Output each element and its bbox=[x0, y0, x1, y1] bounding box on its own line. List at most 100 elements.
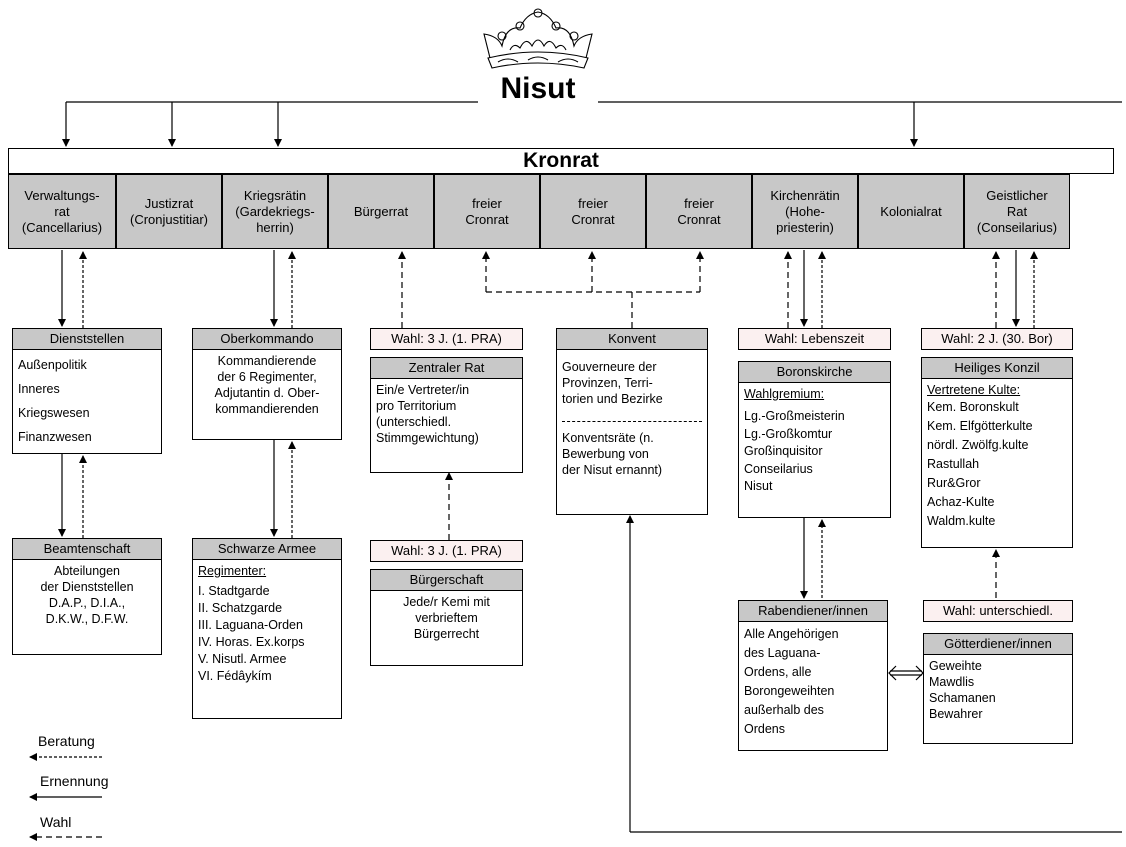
council-justizrat: Justizrat (Cronjustitiar) bbox=[116, 174, 222, 249]
council-kirchenraetin: Kirchenrätin (Hohe- priesterin) bbox=[752, 174, 858, 249]
list-item: Kem. Elfgötterkulte bbox=[927, 419, 1033, 433]
boronskirche-box: Wahlgremium: Lg.-Großmeisterin Lg.-Großk… bbox=[738, 382, 891, 518]
oberkommando-box: Kommandierende der 6 Regimenter, Adjutan… bbox=[192, 349, 342, 440]
list-item: VI. Fédâykím bbox=[198, 669, 272, 683]
council-freier-cronrat-3: freier Cronrat bbox=[646, 174, 752, 249]
nisut-title: Nisut bbox=[500, 72, 576, 105]
list-item: Bewahrer bbox=[929, 707, 983, 721]
schwarze-armee-title: Schwarze Armee bbox=[192, 538, 342, 560]
dienststellen-title: Dienststellen bbox=[12, 328, 162, 350]
list-item: der Nisut ernannt) bbox=[562, 463, 663, 477]
list-item: Adjutantin d. Ober- bbox=[214, 386, 320, 400]
list-item: Rastullah bbox=[927, 457, 980, 471]
regimenter-subtitle: Regimenter: bbox=[198, 564, 267, 578]
list-item: II. Schatzgarde bbox=[198, 601, 283, 615]
council-kolonialrat: Kolonialrat bbox=[858, 174, 964, 249]
goetterdiener-box: Geweihte Mawdlis Schamanen Bewahrer bbox=[923, 654, 1073, 744]
list-item: Bürgerrecht bbox=[413, 627, 480, 641]
rabendiener-box: Alle Angehörigen des Laguana- Ordens, al… bbox=[738, 621, 888, 751]
list-item: Conseilarius bbox=[744, 461, 813, 476]
list-item: Finanzwesen bbox=[18, 430, 92, 444]
buergerschaft-box: Jede/r Kemi mit verbrieftem Bürgerrecht bbox=[370, 590, 523, 666]
list-item: Ordens, alle bbox=[744, 665, 812, 679]
list-item: Kommandierende bbox=[217, 354, 317, 368]
list-item: Geweihte bbox=[929, 659, 982, 673]
konvent-title: Konvent bbox=[556, 328, 708, 350]
list-item: Mawdlis bbox=[929, 675, 975, 689]
list-item: D.A.P., D.I.A., bbox=[48, 596, 126, 610]
list-item: Kem. Boronskult bbox=[927, 400, 1019, 414]
zentraler-rat-title: Zentraler Rat bbox=[370, 357, 523, 379]
list-item: Borongeweihten bbox=[744, 684, 835, 698]
list-item: Bewerbung von bbox=[562, 447, 649, 461]
list-item: Ordens bbox=[744, 722, 785, 736]
council-freier-cronrat-1: freier Cronrat bbox=[434, 174, 540, 249]
list-item: pro Territorium bbox=[376, 399, 457, 413]
beamtenschaft-box: Abteilungen der Dienststellen D.A.P., D.… bbox=[12, 559, 162, 655]
list-item: V. Nisutl. Armee bbox=[198, 652, 287, 666]
list-item: torien und Bezirke bbox=[562, 392, 663, 406]
heiliges-konzil-title: Heiliges Konzil bbox=[921, 357, 1073, 379]
list-item: Alle Angehörigen bbox=[744, 627, 839, 641]
list-item: Nisut bbox=[744, 479, 773, 493]
council-buergerrat: Bürgerrat bbox=[328, 174, 434, 249]
dienststellen-box: Außenpolitik Inneres Kriegswesen Finanzw… bbox=[12, 349, 162, 454]
list-item: nördl. Zwölfg.kulte bbox=[927, 438, 1029, 452]
wahlgremium-subtitle: Wahlgremium: bbox=[744, 387, 825, 401]
list-item: III. Laguana-Orden bbox=[198, 618, 303, 632]
beamtenschaft-title: Beamtenschaft bbox=[12, 538, 162, 560]
list-item: Stimmgewichtung) bbox=[376, 431, 479, 445]
legend-wahl: Wahl bbox=[40, 814, 72, 830]
list-item: des Laguana- bbox=[744, 646, 821, 660]
list-item: der Dienststellen bbox=[40, 580, 134, 594]
list-item: Provinzen, Terri- bbox=[562, 376, 653, 390]
zentraler-rat-election: Wahl: 3 J. (1. PRA) bbox=[370, 328, 523, 350]
schwarze-armee-box: Regimenter: I. Stadtgarde II. Schatzgard… bbox=[192, 559, 342, 719]
zentraler-rat-box: Ein/e Vertreter/in pro Territorium (unte… bbox=[370, 378, 523, 473]
list-item: der 6 Regimenter, bbox=[217, 370, 317, 384]
legend-ernennung: Ernennung bbox=[40, 773, 109, 789]
goetterdiener-title: Götterdiener/innen bbox=[923, 633, 1073, 655]
heiliges-konzil-election: Wahl: 2 J. (30. Bor) bbox=[921, 328, 1073, 350]
list-item: Waldm.kulte bbox=[927, 514, 996, 528]
list-item: kommandierenden bbox=[215, 402, 319, 416]
list-item: Rur&Gror bbox=[927, 476, 981, 490]
council-freier-cronrat-2: freier Cronrat bbox=[540, 174, 646, 249]
kulte-subtitle: Vertretene Kulte: bbox=[927, 383, 1021, 397]
list-item: Schamanen bbox=[929, 691, 996, 705]
council-kriegsraetin: Kriegsrätin (Gardekriegs- herrin) bbox=[222, 174, 328, 249]
list-item: (unterschiedl. bbox=[376, 415, 452, 429]
list-item: Abteilungen bbox=[53, 564, 121, 578]
buergerschaft-election: Wahl: 3 J. (1. PRA) bbox=[370, 540, 523, 562]
heiliges-konzil-box: Vertretene Kulte: Kem. Boronskult Kem. E… bbox=[921, 378, 1073, 548]
goetterdiener-election: Wahl: unterschiedl. bbox=[923, 600, 1073, 622]
council-geistlicher-rat: Geistlicher Rat (Conseilarius) bbox=[964, 174, 1070, 249]
list-item: Außenpolitik bbox=[18, 358, 87, 372]
list-item: verbrieftem bbox=[415, 611, 478, 625]
divider bbox=[562, 421, 702, 422]
list-item: IV. Horas. Ex.korps bbox=[198, 635, 305, 649]
kronrat-header: Kronrat bbox=[8, 148, 1114, 174]
konvent-box: Gouverneure der Provinzen, Terri- torien… bbox=[556, 349, 708, 515]
list-item: Ein/e Vertreter/in bbox=[376, 383, 470, 397]
list-item: Achaz-Kulte bbox=[927, 495, 995, 509]
oberkommando-title: Oberkommando bbox=[192, 328, 342, 350]
crown-icon bbox=[483, 8, 593, 69]
list-item: außerhalb des bbox=[744, 703, 824, 717]
rabendiener-title: Rabendiener/innen bbox=[738, 600, 888, 622]
list-item: Kriegswesen bbox=[18, 406, 90, 420]
council-verwaltungsrat: Verwaltungs- rat (Cancellarius) bbox=[8, 174, 116, 249]
list-item: D.K.W., D.F.W. bbox=[45, 612, 129, 626]
list-item: I. Stadtgarde bbox=[198, 584, 270, 598]
list-item: Lg.-Großmeisterin bbox=[744, 409, 845, 423]
list-item: Inneres bbox=[18, 382, 60, 396]
list-item: Gouverneure der bbox=[562, 360, 657, 374]
legend-beratung: Beratung bbox=[38, 733, 95, 749]
list-item: Jede/r Kemi mit bbox=[403, 595, 490, 609]
buergerschaft-title: Bürgerschaft bbox=[370, 569, 523, 591]
list-item: Lg.-Großkomtur bbox=[744, 426, 833, 441]
list-item: Konventsräte (n. bbox=[562, 431, 654, 445]
list-item: Großinquisitor bbox=[744, 444, 823, 458]
boronskirche-election: Wahl: Lebenszeit bbox=[738, 328, 891, 350]
